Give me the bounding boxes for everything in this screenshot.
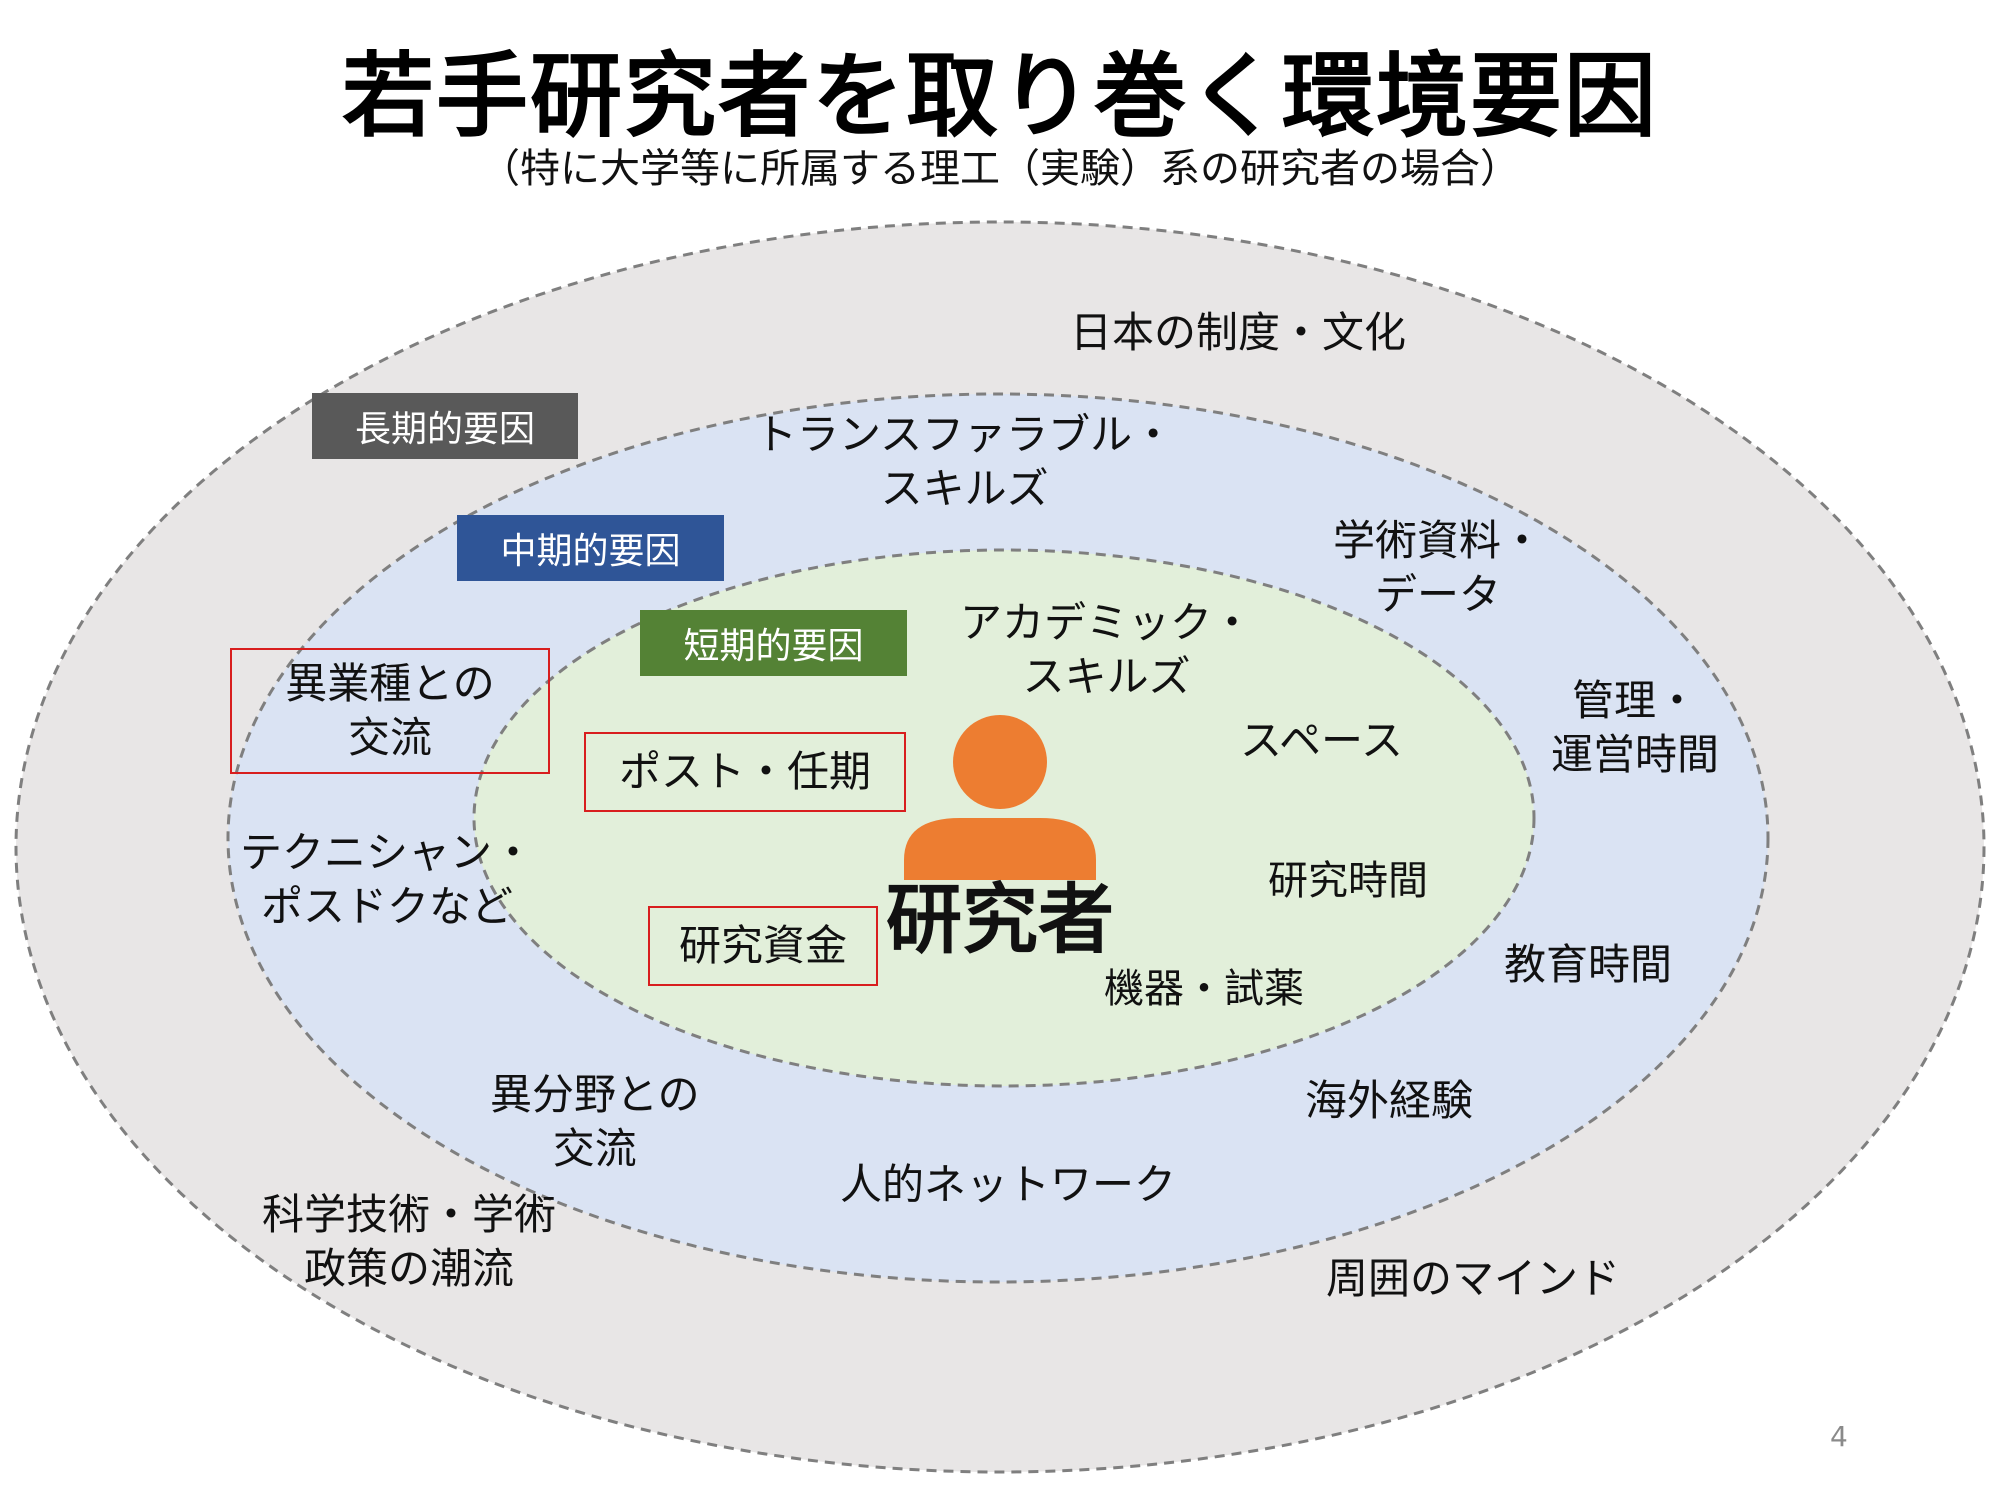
research-funding-box: 研究資金	[648, 906, 878, 986]
other-field-exchange-line2: 交流	[552, 1124, 637, 1173]
equipment-reagents-label: 機器・試薬	[1104, 966, 1304, 1012]
technician-line1: テクニシャン・	[240, 828, 535, 877]
technician-label: テクニシャン・ ポスドクなど	[240, 826, 534, 934]
page-title: 若手研究者を取り巻く環境要因	[341, 43, 1658, 150]
academic-skills-line2: スキルズ	[1022, 652, 1191, 701]
post-tenure-box: ポスト・任期	[584, 732, 906, 812]
management-time-label: 管理・ 運営時間	[1551, 674, 1719, 782]
industry-exchange-line2: 交流	[347, 713, 432, 762]
research-time-label: 研究時間	[1268, 858, 1428, 904]
person-body	[904, 818, 1096, 880]
page-number: 4	[1830, 1420, 1848, 1453]
materials-data-label: 学術資料・ データ	[1333, 514, 1543, 622]
mid-term-tag: 中期的要因	[457, 515, 724, 581]
materials-data-line1: 学術資料・	[1333, 516, 1544, 565]
other-field-exchange-line1: 異分野との	[490, 1070, 700, 1119]
mindset-label: 周囲のマインド	[1326, 1254, 1621, 1303]
space-label: スペース	[1240, 716, 1403, 765]
human-network-label: 人的ネットワーク	[840, 1160, 1177, 1209]
industry-exchange-line1: 異業種との	[285, 659, 495, 708]
researcher-label: 研究者	[886, 875, 1114, 964]
academic-skills-line1: アカデミック・	[960, 598, 1254, 647]
long-term-tag: 長期的要因	[312, 393, 578, 459]
person-head	[953, 715, 1047, 809]
transferable-skills-line2: スキルズ	[880, 464, 1049, 513]
transferable-skills-label: トランスファラブル・ スキルズ	[755, 408, 1174, 516]
technician-line2: ポスドクなど	[261, 882, 514, 931]
policy-label-line2: 政策の潮流	[304, 1244, 515, 1293]
person-icon	[904, 715, 1096, 880]
japan-system-label: 日本の制度・文化	[1070, 308, 1407, 357]
policy-label: 科学技術・学術 政策の潮流	[262, 1188, 556, 1296]
management-time-line1: 管理・	[1572, 676, 1699, 725]
academic-skills-label: アカデミック・ スキルズ	[960, 596, 1253, 704]
education-time-label: 教育時間	[1504, 940, 1673, 989]
policy-label-line1: 科学技術・学術	[262, 1190, 557, 1239]
other-field-exchange-label: 異分野との 交流	[490, 1068, 700, 1176]
short-term-tag: 短期的要因	[640, 610, 907, 676]
post-tenure-label: ポスト・任期	[618, 747, 871, 796]
page-subtitle: （特に大学等に所属する理工（実験）系の研究者の場合）	[480, 146, 1520, 192]
management-time-line2: 運営時間	[1551, 730, 1720, 779]
research-funding-label: 研究資金	[678, 921, 847, 970]
overseas-experience-label: 海外経験	[1305, 1076, 1474, 1125]
transferable-skills-line1: トランスファラブル・	[755, 410, 1175, 459]
materials-data-line2: データ	[1375, 570, 1502, 619]
industry-exchange-box: 異業種との 交流	[230, 648, 550, 774]
